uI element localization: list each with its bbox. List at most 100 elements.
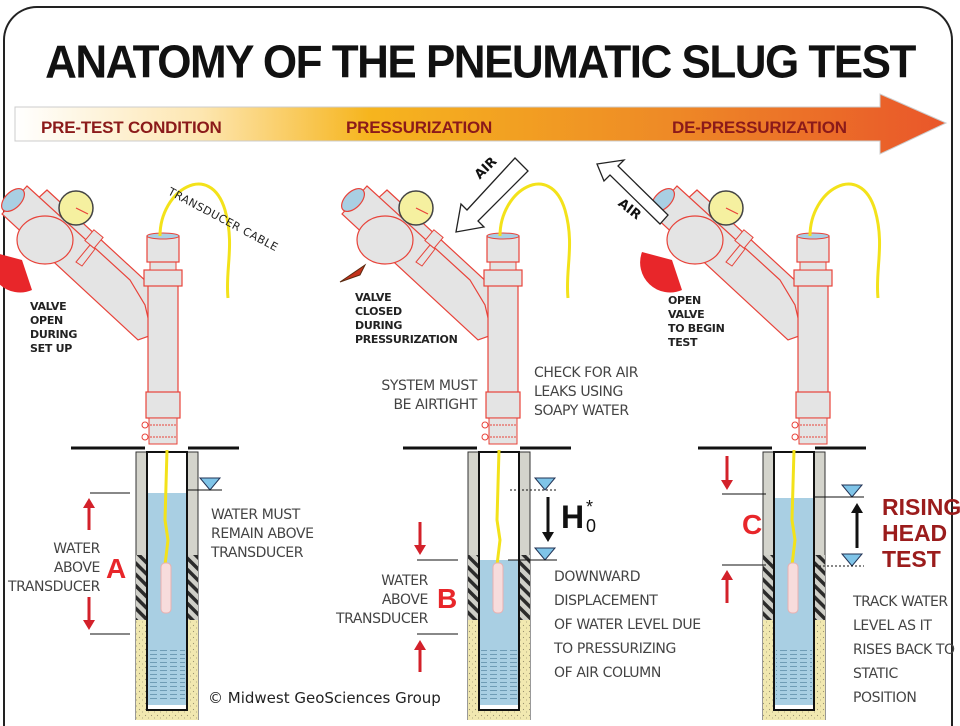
transducer-cable [790,449,797,566]
gauge-stem [415,244,436,267]
gauge-valve [84,229,104,249]
pipe-mouth [340,187,366,213]
clamp-screw [791,433,799,441]
vertical-pipe [147,284,179,396]
packer [798,417,828,445]
transducer-cable [163,449,170,566]
valve-body [356,215,414,265]
packer [488,417,518,445]
pipe-coupling [793,269,833,287]
pipe-thread [149,261,177,271]
air-outlet-arrow-icon [596,159,669,225]
water-level-symbol [533,477,557,491]
measure-arrow-down-head [83,620,95,630]
gauge-needle [725,207,739,215]
pipe-fitting [640,185,833,445]
valve-handle-open-icon [640,252,682,293]
clamp-screw [481,421,489,429]
vertical-pipe [487,284,519,396]
air-inlet-arrow-icon [455,157,529,233]
cap [486,235,520,263]
measure-arrow-up-head [721,570,733,580]
gauge-needle [415,207,429,215]
pipe-thread [489,261,517,271]
transducer-cable [158,182,232,299]
well-screen [149,650,185,700]
vertical-pipe [797,284,829,396]
clamp-screw [141,421,149,429]
h0-symbol: H*0 [561,497,597,536]
gauge-valve [424,229,444,249]
rising-arrow-up-head [851,503,863,513]
valve-body [666,215,724,265]
letter-b: B [437,583,458,614]
water-level-symbol [198,477,222,491]
cap-top [486,232,520,240]
monitoring-well [403,446,571,720]
pressure-transducer [160,562,172,614]
pipe-thread [799,261,827,271]
slide-frame [3,6,953,726]
pipe-coupling [483,269,523,287]
well-screen [776,650,812,700]
measure-arrow-down-head [721,480,733,490]
transducer-cable [495,449,502,566]
water-level-symbol [533,547,557,561]
clamp-screw [141,433,149,441]
letter-a: A [106,553,127,584]
packer [148,417,178,445]
gauge-stem [75,244,96,267]
letter-c: C [742,509,763,540]
cap [796,235,830,263]
pipe-coupling [143,269,183,287]
pressure-transducer [787,562,799,614]
measure-arrow-up-head [414,640,426,650]
well-screen [481,650,517,700]
transducer-cable [498,182,572,299]
stage-label-pressurization: PRESSURIZATION [346,118,493,137]
lower-coupling [145,391,181,419]
page-title: ANATOMY OF THE PNEUMATIC SLUG TEST [45,36,916,89]
process-arrow-banner [14,93,948,155]
clamp-screw [481,433,489,441]
measure-arrow-up-head [83,498,95,508]
pipe-mouth [0,187,26,213]
monitoring-well [71,446,239,720]
measure-arrow-down-head [414,545,426,555]
lower-coupling [795,391,831,419]
gauge-valve [734,229,754,249]
gauge-stem [725,244,746,267]
process-arrow-shape [14,93,948,155]
valve-handle-open-icon [0,254,32,293]
water-level-symbol [840,484,864,498]
monitoring-well [698,446,866,720]
stage-label-pretest: PRE-TEST CONDITION [41,118,222,137]
cap [146,235,180,263]
valve-body [16,215,74,265]
pipe-fitting [339,185,523,445]
pressure-transducer [492,562,504,614]
valve-handle-closed-icon [339,263,367,283]
clamp-screw [791,421,799,429]
pipe-fitting [0,185,183,445]
lower-coupling [485,391,521,419]
transducer-cable [808,182,882,299]
gauge-needle [75,207,89,215]
copyright-notice: © Midwest GeoSciences Group [208,689,441,707]
water-level-symbol [840,553,864,567]
cap-top [146,232,180,240]
cap-top [796,232,830,240]
stage-label-depressurization: DE-PRESSURIZATION [672,118,847,137]
